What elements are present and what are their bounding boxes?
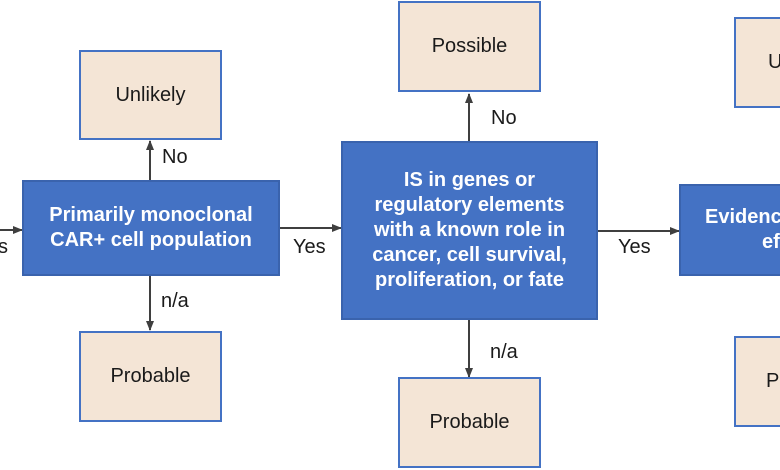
edge-label-is-na: n/a	[490, 341, 518, 363]
decision-is-genes-line-1: IS in genes or	[403, 169, 536, 191]
outcome-unlikely-2-text: U	[768, 51, 780, 73]
outcome-unlikely-text: Unlikely	[115, 83, 186, 106]
decision-monoclonal-line-1: Primarily monoclonal	[49, 204, 253, 226]
decision-is-genes-line-4: cancer, cell survival,	[372, 244, 567, 266]
outcome-probable-text: Probable	[110, 365, 191, 387]
decision-is-genes-line-5: proliferation, or fate	[375, 269, 564, 291]
decision-monoclonal-box: Primarily monoclonal CAR+ cell populatio…	[22, 180, 280, 276]
outcome-probable-3-box: Pr	[734, 336, 780, 427]
outcome-possible-text: Possible	[431, 35, 508, 57]
edge-label-mono-na: n/a	[161, 290, 189, 312]
decision-evidence-line-2: eff	[762, 231, 780, 253]
outcome-probable-2-text: Probable	[429, 411, 510, 433]
edge-label-is-yes: Yes	[618, 236, 651, 258]
outcome-possible-box: Possible	[398, 1, 541, 92]
outcome-unlikely-box: Unlikely	[79, 50, 222, 140]
decision-is-genes-line-3: with a known role in	[373, 219, 566, 241]
outcome-probable-box: Probable	[79, 331, 222, 422]
outcome-unlikely-2-box: U	[734, 17, 780, 108]
decision-is-genes-box: IS in genes or regulatory elements with …	[341, 141, 598, 320]
edge-label-mono-no: No	[162, 146, 188, 168]
edge-label-is-no: No	[491, 107, 517, 129]
edge-label-mono-yes: Yes	[293, 236, 326, 258]
decision-monoclonal-line-2: CAR+ cell population	[50, 229, 252, 251]
outcome-probable-2-box: Probable	[398, 377, 541, 468]
edge-label-left-partial: s	[0, 236, 8, 258]
outcome-probable-3-text: Pr	[766, 370, 780, 392]
decision-is-genes-line-2: regulatory elements	[374, 194, 565, 216]
